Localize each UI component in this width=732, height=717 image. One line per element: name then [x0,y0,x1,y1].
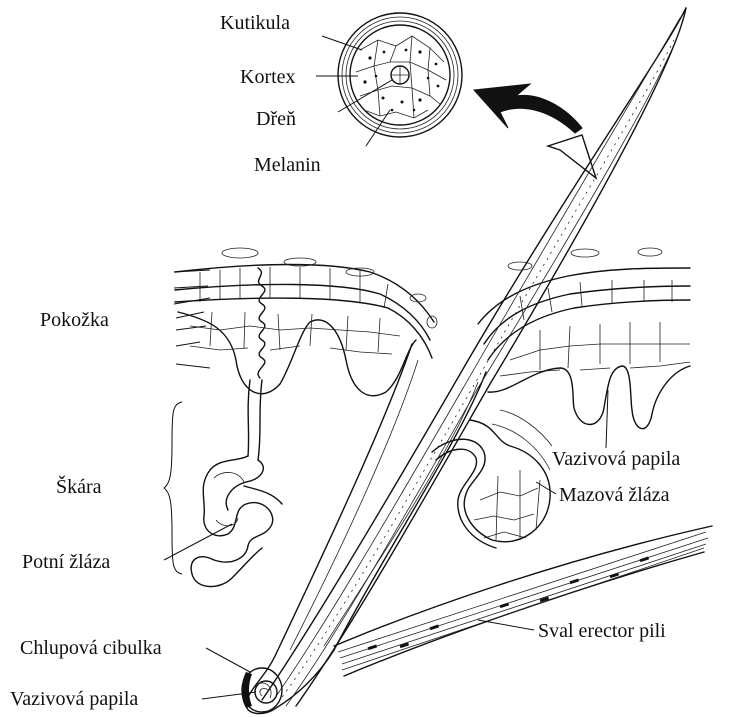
label-dren: Dřeň [256,108,296,130]
curved-arrow [474,84,596,178]
sebaceous-gland [432,410,552,548]
label-skara: Škára [56,476,102,498]
label-sval-erector-pili: Sval erector pili [538,620,666,642]
sweat-duct [248,268,265,460]
label-pokozka: Pokožka [40,309,109,331]
label-melanin: Melanin [254,154,321,176]
epidermis-left [175,248,437,396]
epidermis-right [478,248,690,429]
label-mazova-zlaza: Mazová žláza [559,484,669,506]
label-vazivova-papila-bottom: Vazivová papila [10,688,138,710]
label-kortex: Kortex [240,66,296,88]
label-vazivova-papila-right: Vazivová papila [552,448,680,470]
label-kutikula: Kutikula [220,12,290,34]
hair-bulb [242,668,283,712]
follicle-sheath [246,344,486,714]
sweat-gland-coil [191,456,282,587]
hair-cross-section [338,13,462,137]
hair-shaft [262,8,686,706]
label-potni-zlaza: Potní žláza [22,551,110,573]
label-chlupova-cibulka: Chlupová cibulka [20,637,162,659]
